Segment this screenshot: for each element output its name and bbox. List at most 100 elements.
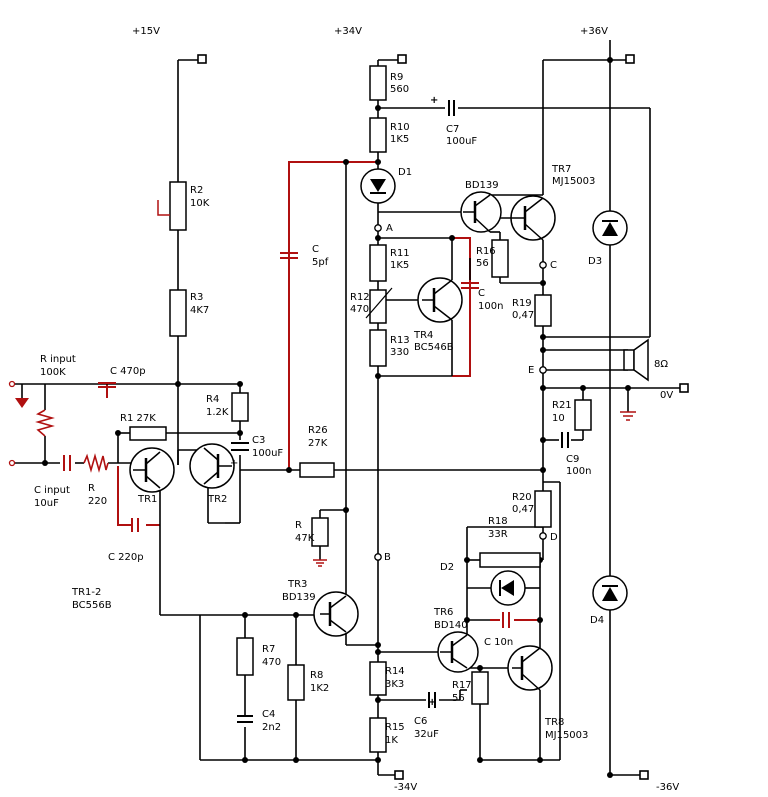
tr12-value: BC556B xyxy=(72,600,112,611)
rail-p34-label: +34V xyxy=(334,26,362,37)
tr8-label: TR8 xyxy=(544,717,564,728)
wiring xyxy=(12,40,680,776)
r4-label: R4 xyxy=(206,394,219,405)
node-e-label: E xyxy=(528,365,534,376)
c7-value: 100uF xyxy=(446,136,477,147)
r14-value: 3K3 xyxy=(385,679,404,690)
speaker-label: 8Ω xyxy=(654,359,668,370)
d1-label: D1 xyxy=(398,167,412,178)
tr7-label: TR7 xyxy=(551,164,571,175)
r-input-label: R input xyxy=(40,354,76,365)
bd139-label: BD139 xyxy=(465,180,499,191)
c-input-value: 10uF xyxy=(34,498,59,509)
c3-value: 100uF xyxy=(252,448,283,459)
c5pf-label: C xyxy=(312,244,319,255)
rail-0v-label: 0V xyxy=(660,390,673,401)
r12-value: 470 xyxy=(350,304,369,315)
tr4-value: BC546B xyxy=(414,342,454,353)
r47k-label: R xyxy=(295,520,302,531)
capacitors xyxy=(63,100,569,723)
r10-value: 1K5 xyxy=(390,134,409,145)
r19-label: R19 xyxy=(512,298,532,309)
rail-m36-label: -36V xyxy=(656,782,679,793)
c3-plus: + xyxy=(230,458,238,469)
c100n-label: C xyxy=(478,288,485,299)
r9-label: R9 xyxy=(390,72,403,83)
r17-value: 56 xyxy=(452,693,465,704)
speaker-icon xyxy=(623,338,649,382)
tr8-value: MJ15003 xyxy=(545,730,588,741)
tr12-label: TR1-2 xyxy=(71,587,101,598)
r20-value: 0,47 xyxy=(512,504,534,515)
polarity-marks: + + + xyxy=(230,95,438,708)
r8-label: R8 xyxy=(310,670,323,681)
r15-label: R15 xyxy=(385,722,405,733)
r26-label: R26 xyxy=(308,425,328,436)
tr6-label: TR6 xyxy=(433,607,453,618)
diodes xyxy=(360,168,628,611)
c6-value: 32uF xyxy=(414,729,439,740)
c4-label: C4 xyxy=(262,709,275,720)
r17-label: R17 xyxy=(452,680,472,691)
r18-label: R18 xyxy=(488,516,508,527)
c6-plus: + xyxy=(428,697,436,708)
resistors xyxy=(35,65,592,753)
rail-p15-label: +15V xyxy=(132,26,160,37)
c10n-label: C 10n xyxy=(484,637,513,648)
r4-value: 1.2K xyxy=(206,407,229,418)
r7-label: R7 xyxy=(262,644,275,655)
r220-label: R xyxy=(88,483,95,494)
r1-label: R1 27K xyxy=(120,413,156,424)
c9-label: C9 xyxy=(566,454,579,465)
r3-label: R3 xyxy=(190,292,203,303)
r9-value: 560 xyxy=(390,84,409,95)
tr1-label: TR1 xyxy=(137,494,157,505)
tr3-value: BD139 xyxy=(282,592,316,603)
d2-label: D2 xyxy=(440,562,454,573)
node-c-label: C xyxy=(550,260,557,271)
c220-label: C 220p xyxy=(108,552,144,563)
test-nodes xyxy=(8,224,547,561)
r13-value: 330 xyxy=(390,347,409,358)
r11-label: R11 xyxy=(390,248,410,259)
ground-symbols xyxy=(15,398,636,567)
r18-value: 33R xyxy=(488,529,508,540)
r2-value: 10K xyxy=(190,198,210,209)
r47k-value: 47K xyxy=(295,533,315,544)
node-b-label: B xyxy=(384,552,391,563)
c4-value: 2n2 xyxy=(262,722,281,733)
tr4-label: TR4 xyxy=(413,330,433,341)
r14-label: R14 xyxy=(385,666,405,677)
rail-terminals xyxy=(197,54,689,780)
r-input-value: 100K xyxy=(40,367,66,378)
junctions xyxy=(42,57,631,778)
tr7-value: MJ15003 xyxy=(552,176,595,187)
node-d-label: D xyxy=(550,532,558,543)
c100n-value: 100n xyxy=(478,301,503,312)
rail-m34-label: -34V xyxy=(394,782,417,793)
c-input-label: C input xyxy=(34,485,70,496)
r16-label: R16 xyxy=(476,246,496,257)
c6-label: C6 xyxy=(414,716,427,727)
c5pf-value: 5pf xyxy=(312,257,329,268)
tr2-label: TR2 xyxy=(207,494,227,505)
r8-value: 1K2 xyxy=(310,683,329,694)
labels: +15V +34V +36V -34V -36V 0V R input 100K… xyxy=(34,26,679,793)
r21-label: R21 xyxy=(552,400,572,411)
c470-label: C 470p xyxy=(110,366,146,377)
r16-value: 56 xyxy=(476,258,489,269)
r19-value: 0,47 xyxy=(512,310,534,321)
r11-value: 1K5 xyxy=(390,260,409,271)
rail-p36-label: +36V xyxy=(580,26,608,37)
r15-value: 1K xyxy=(385,735,398,746)
r220-value: 220 xyxy=(88,496,107,507)
c9-value: 100n xyxy=(566,466,591,477)
d3-label: D3 xyxy=(588,256,602,267)
c7-label: C7 xyxy=(446,124,459,135)
r10-label: R10 xyxy=(390,122,410,133)
node-a-label: A xyxy=(386,223,393,234)
r13-label: R13 xyxy=(390,335,410,346)
tr6-value: BD140 xyxy=(434,620,468,631)
r2-label: R2 xyxy=(190,185,203,196)
